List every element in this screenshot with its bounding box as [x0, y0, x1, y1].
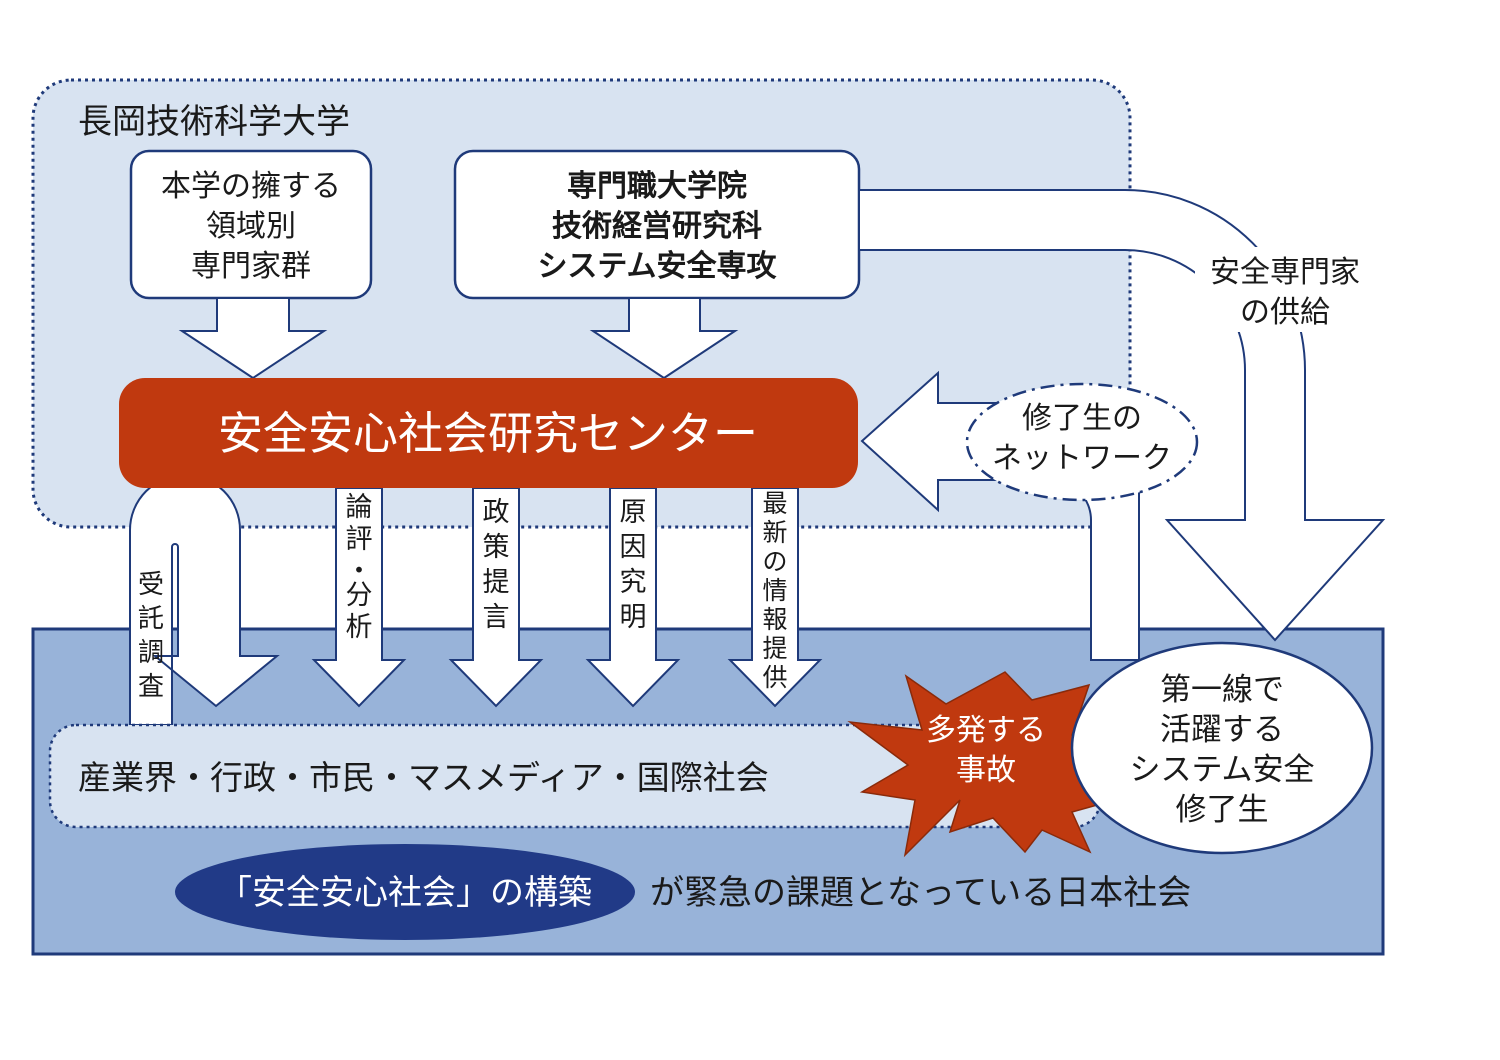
output-arrow-policy-char-2: 策	[483, 532, 510, 563]
supply-label-line-2: の供給	[1240, 295, 1330, 330]
output-arrow-cause: 原 因 究 明	[585, 487, 681, 708]
output-arrow-info-shape	[727, 487, 823, 708]
output-arrow-policy: 政 策 提 言	[448, 487, 544, 708]
output-arrow-policy-shape	[448, 487, 544, 708]
graduates-line-2: 活躍する	[1160, 712, 1284, 748]
output-arrow-cause-char-2: 因	[620, 532, 647, 563]
output-arrow-info-char-6: 提	[762, 634, 787, 663]
stakeholders-label: 産業界・行政・市民・マスメディア・国際社会	[78, 758, 769, 797]
graduates-line-3: システム安全	[1129, 752, 1314, 788]
output-arrow-cause-shape	[585, 487, 681, 708]
output-arrow-info-char-3: の	[762, 547, 787, 576]
output-arrow-info-char-4: 情	[762, 576, 787, 605]
stakeholders-box	[48, 723, 1102, 829]
frequent-accidents-burst	[847, 671, 1117, 858]
output-arrow-review-char-3: ・	[346, 556, 373, 587]
supply-label-line-1: 安全専門家	[1210, 255, 1360, 290]
experts-line-3: 専門家群	[191, 249, 311, 284]
output-arrow-review: 論 評 ・ 分 析	[311, 487, 407, 708]
contracted-survey-label: 受 託 調 査	[138, 570, 164, 702]
experts-line-1: 本学の擁する	[161, 169, 341, 204]
output-arrow-cause-char-1: 原	[620, 497, 647, 528]
output-arrow-policy-char-3: 提	[483, 567, 510, 598]
output-arrow-info-char-2: 新	[762, 518, 787, 547]
output-arrow-review-char-1: 論	[346, 492, 373, 523]
graduates-line-4: 修了生	[1176, 792, 1269, 828]
contracted-survey-arrow	[129, 474, 280, 726]
research-center-label: 安全安心社会研究センター	[218, 407, 758, 460]
output-arrow-info-char-5: 報	[762, 605, 787, 634]
experts-line-2: 領域別	[206, 209, 296, 244]
output-arrow-info: 最 新 の 情 報 提 供	[727, 487, 823, 708]
output-arrow-cause-char-4: 明	[620, 602, 647, 633]
contracted-survey-char-3: 調	[138, 638, 164, 668]
active-graduates-ellipse	[1070, 641, 1374, 855]
safe-society-oval-label: 「安全安心社会」の構築	[218, 873, 592, 913]
graduate-to-center-arrow	[589, 297, 739, 380]
output-arrow-info-char-7: 供	[762, 663, 787, 692]
alumni-network-bubble	[965, 382, 1199, 502]
network-line-2: ネットワーク	[992, 441, 1172, 476]
supply-label-backdrop	[1195, 247, 1375, 332]
output-arrow-policy-char-1: 政	[483, 497, 510, 528]
accidents-line-2: 事故	[956, 753, 1016, 788]
experts-to-center-arrow	[178, 297, 328, 380]
safe-society-oval	[175, 844, 635, 940]
output-arrow-policy-char-4: 言	[483, 602, 510, 633]
research-center-box	[119, 378, 858, 488]
output-arrow-review-shape	[311, 487, 407, 708]
output-arrow-cause-char-3: 究	[620, 567, 647, 598]
contracted-survey-char-1: 受	[138, 570, 164, 600]
output-arrow-review-char-2: 評	[346, 524, 373, 555]
graduate-line-3: システム安全専攻	[537, 249, 777, 284]
output-arrow-info-char-1: 最	[762, 489, 787, 518]
output-arrow-review-char-5: 析	[346, 612, 373, 643]
graduate-line-1: 専門職大学院	[567, 169, 747, 204]
network-line-1: 修了生の	[1022, 401, 1142, 436]
accidents-line-1: 多発する	[926, 713, 1046, 748]
university-label: 長岡技術科学大学	[78, 102, 350, 142]
output-arrow-review-char-4: 分	[346, 580, 373, 611]
japanese-society-caption: が緊急の課題となっている日本社会	[650, 873, 1191, 913]
graduate-line-2: 技術経営研究科	[552, 209, 762, 244]
graduates-line-1: 第一線で	[1160, 672, 1284, 708]
contracted-survey-char-2: 託	[138, 604, 164, 634]
contracted-survey-char-4: 査	[138, 672, 164, 702]
